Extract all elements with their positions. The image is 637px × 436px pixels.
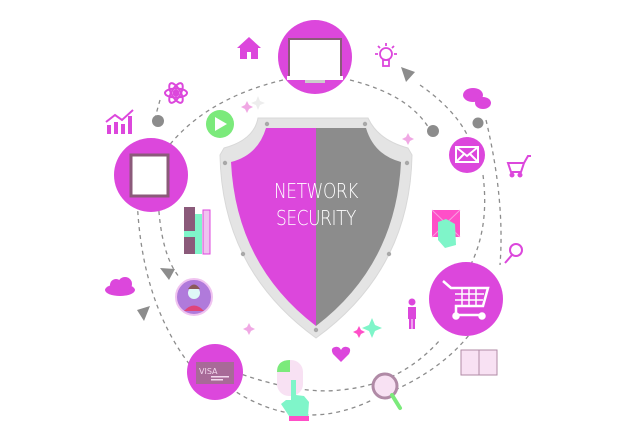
- growth-chart-icon: [105, 109, 134, 134]
- atom-icon: [164, 82, 188, 104]
- heart-icon: [331, 346, 351, 362]
- title-line-2: SECURITY: [275, 206, 357, 230]
- cart-icon: [442, 280, 490, 320]
- email-node[interactable]: [449, 137, 485, 173]
- play-icon: [206, 110, 234, 138]
- shield-title: NETWORK SECURITY: [257, 178, 376, 232]
- small-cart-icon: [506, 155, 531, 178]
- hand-on-envelope-icon: [431, 209, 461, 248]
- shield: [219, 117, 413, 339]
- tablet-node[interactable]: [114, 138, 188, 212]
- cloud-icon: [105, 277, 135, 296]
- mouse-click-icon: [277, 360, 309, 421]
- books-icon: [184, 207, 211, 255]
- magnifier-icon: [371, 372, 402, 410]
- credit-card-node[interactable]: VISA: [187, 344, 243, 400]
- visa-card-icon: VISA: [196, 362, 234, 384]
- lightbulb-icon: [375, 43, 397, 67]
- search-icon: [504, 243, 523, 264]
- open-book-icon: [460, 349, 498, 376]
- shopping-cart-node[interactable]: [429, 262, 503, 336]
- tablet-icon: [129, 153, 170, 198]
- monitor-node[interactable]: [278, 20, 352, 94]
- sparkle-icon: [241, 96, 414, 338]
- title-line-1: NETWORK: [273, 179, 359, 203]
- businessman-icon: [408, 298, 416, 329]
- envelope-icon: [455, 146, 479, 163]
- path-markers: [137, 67, 484, 321]
- monitor-icon: [287, 38, 343, 83]
- home-icon: [237, 37, 261, 59]
- visa-label: VISA: [199, 367, 218, 376]
- user-avatar-icon: [175, 278, 213, 316]
- chat-bubbles-icon: [463, 88, 491, 109]
